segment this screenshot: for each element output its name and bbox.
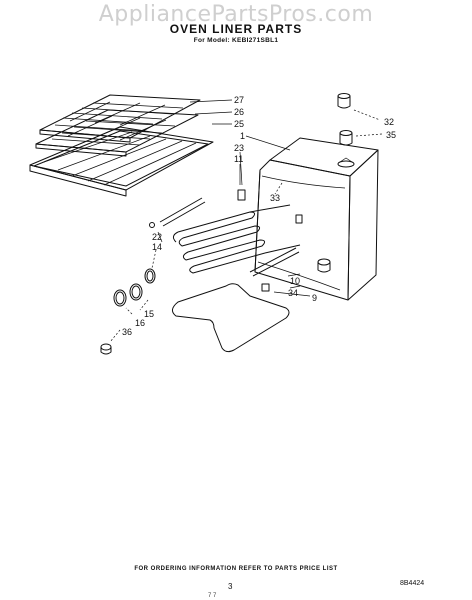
- bottom-element-loop: [172, 283, 290, 353]
- callout-26: 26: [234, 107, 244, 117]
- bake-element: [172, 189, 301, 274]
- callout-34: 34: [288, 288, 298, 298]
- callout-16: 16: [135, 318, 145, 328]
- watermark: AppliancePartsPros.com: [98, 2, 374, 27]
- callout-22: 22: [152, 232, 162, 242]
- callout-25: 25: [234, 119, 244, 129]
- callout-15: 15: [144, 309, 154, 319]
- gasket-rings: [113, 268, 156, 307]
- callout-23: 23: [234, 143, 244, 153]
- callout-9: 9: [312, 293, 317, 303]
- callout-labels: 27 26 25 1 23 11 32 35 33 22 14 10 34 9 …: [122, 95, 396, 337]
- ordering-note: FOR ORDERING INFORMATION REFER TO PARTS …: [134, 566, 338, 572]
- callout-1: 1: [240, 131, 245, 141]
- broil-pan: [29, 126, 214, 197]
- oven-rack-middle: [35, 109, 199, 157]
- page-title: OVEN LINER PARTS: [169, 22, 303, 36]
- plug-fitting: [100, 343, 112, 355]
- model-subtitle: For Model: KEBI271SBL1: [193, 37, 279, 44]
- leader-lines: [109, 99, 383, 343]
- callout-33: 33: [270, 193, 280, 203]
- page-number: 3: [228, 582, 233, 591]
- callout-36: 36: [122, 327, 132, 337]
- broil-element-rod: [149, 197, 206, 228]
- callout-35: 35: [386, 130, 396, 140]
- lower-element-bar: [249, 214, 331, 292]
- diagram-code: 8B4424: [400, 580, 425, 587]
- oven-rack-top: [39, 94, 201, 143]
- callout-14: 14: [152, 242, 162, 252]
- callout-10: 10: [290, 276, 300, 286]
- bottom-stamp: 7 7: [208, 593, 217, 599]
- callout-27: 27: [234, 95, 244, 105]
- oven-liner-cavity: [254, 137, 379, 301]
- callout-11: 11: [234, 154, 243, 164]
- light-socket: [337, 93, 353, 146]
- callout-32: 32: [384, 117, 394, 127]
